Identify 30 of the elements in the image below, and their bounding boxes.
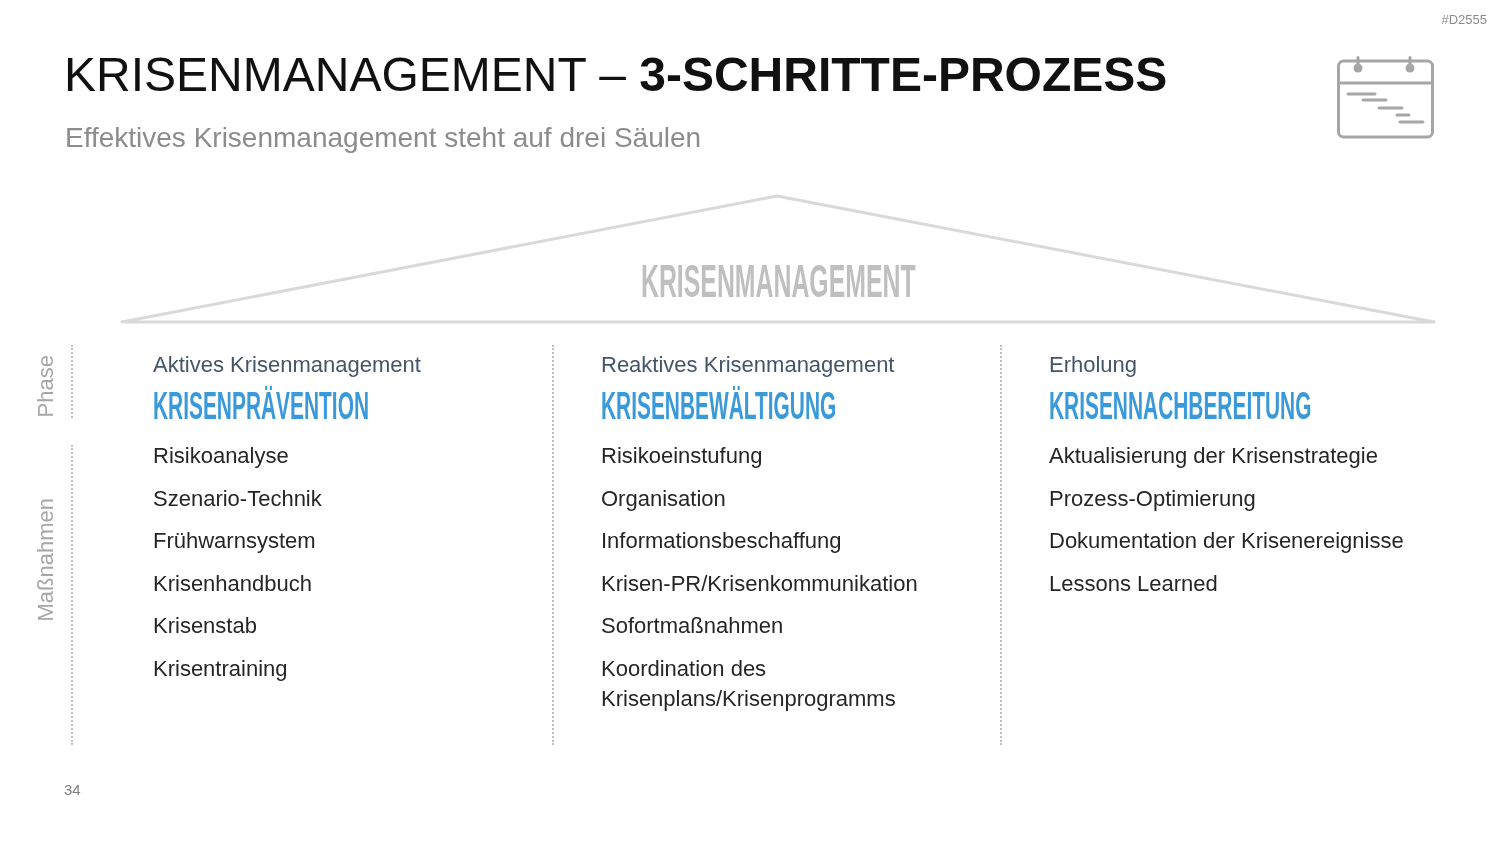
measure-item: Risikoanalyse <box>153 442 289 470</box>
measure-item: Krisenstab <box>153 612 257 640</box>
column-heading: KRISENBEWÄLTIGUNG <box>601 386 837 426</box>
measure-item: Risikoeinstufung <box>601 442 763 470</box>
roof-triangle <box>120 194 1436 324</box>
roof-title: KRISENMANAGEMENT <box>640 256 916 306</box>
measure-item: Organisation <box>601 484 726 513</box>
column-heading: KRISENPRÄVENTION <box>153 386 369 426</box>
slide-code: #D2555 <box>1441 11 1487 29</box>
measure-item: Informationsbeschaffung <box>601 527 842 555</box>
measure-item: Koordination des Krisenplans/Krisenprogramms <box>601 654 897 713</box>
measure-item: Aktualisierung der Krisenstrategie <box>1049 442 1378 470</box>
measure-item: Krisen-PR/Krisenkommunikation <box>601 569 918 598</box>
measure-item: Prozess-Optimierung <box>1049 484 1256 513</box>
phase-label: Aktives Krisenmanagement <box>153 351 421 379</box>
measure-item: Dokumentation der Krisenereignisse <box>1049 527 1404 555</box>
column-heading: KRISENNACHBEREITUNG <box>1049 386 1312 426</box>
measure-item: Frühwarnsystem <box>153 527 316 555</box>
measure-item: Szenario-Technik <box>153 484 322 513</box>
side-label: Maßnahmen <box>32 498 59 622</box>
measure-item: Lessons Learned <box>1049 569 1218 598</box>
measure-item: Krisenhandbuch <box>153 569 312 598</box>
slide-title: KRISENMANAGEMENT – 3-SCHRITTE-PROZESS <box>64 47 1168 103</box>
measure-item: Krisentraining <box>153 654 288 683</box>
subtitle: Effektives Krisenmanagement steht auf drei Säulen <box>65 121 702 155</box>
page-number: 34 <box>64 780 81 800</box>
phase-label: Reaktives Krisenmanagement <box>601 351 895 379</box>
side-label: Phase <box>32 354 59 418</box>
phase-label: Erholung <box>1049 351 1138 379</box>
measure-item: Sofortmaßnahmen <box>601 612 784 640</box>
